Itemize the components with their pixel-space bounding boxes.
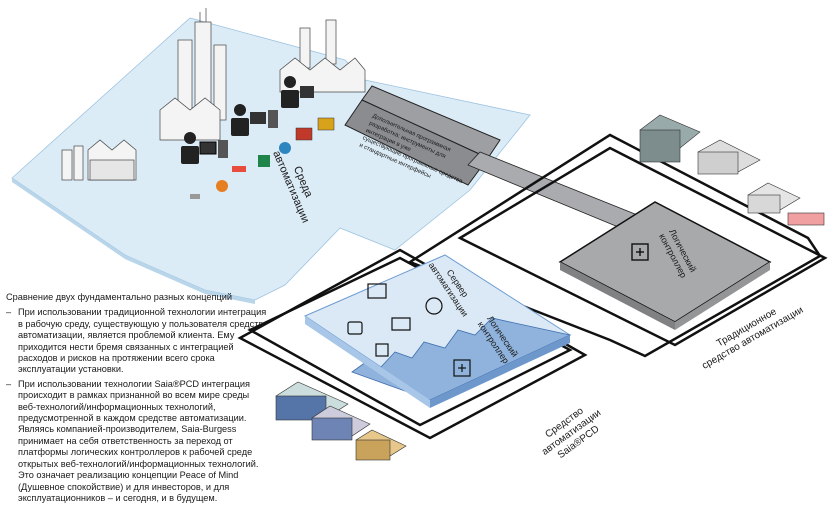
software-logo-icon — [317, 117, 335, 131]
firefox-logo-icon — [216, 180, 228, 192]
sd-card-icon — [347, 321, 363, 335]
traditional-automation-frame — [407, 133, 828, 358]
caption-text: При использовании традиционной технологи… — [18, 307, 267, 375]
operator-workstation-icon — [281, 76, 314, 108]
factory-icon — [61, 139, 137, 181]
web-server-icon — [367, 283, 387, 299]
software-logo-icon — [232, 166, 246, 172]
traditional-logic-controller: Логический контроллер — [558, 201, 772, 330]
saia-pcd-hardware-icon — [275, 381, 407, 461]
caption-title: Сравнение двух фундаментально разных кон… — [6, 292, 232, 302]
browser-logo-icon — [279, 142, 291, 154]
caption-item-saia: – При использовании технологии Saia®PCD … — [6, 379, 268, 504]
comparison-caption: Сравнение двух фундаментально разных кон… — [6, 292, 268, 507]
industrial-plant-icon — [159, 8, 227, 141]
network-icon — [631, 243, 649, 261]
saia-pcd-unit — [303, 254, 572, 408]
bullet-dash: – — [6, 378, 12, 389]
software-logo-icon — [295, 127, 313, 141]
caption-item-traditional: – При использовании традиционной техноло… — [6, 307, 268, 375]
email-icon — [391, 317, 411, 331]
bullet-dash: – — [6, 307, 12, 318]
network-icon — [453, 359, 471, 377]
factory-icon — [279, 19, 366, 93]
automation-environment-platform — [11, 17, 531, 304]
operator-workstation-icon — [231, 104, 278, 136]
operator-workstation-icon — [181, 132, 228, 164]
caption-list: – При использовании традиционной техноло… — [6, 307, 268, 504]
network-icon — [375, 343, 389, 357]
caption-text: При использовании технологии Saia®PCD ин… — [18, 378, 259, 503]
excel-logo-icon — [258, 155, 270, 167]
software-logo-icon — [190, 194, 200, 199]
plc-hardware-icon — [639, 114, 825, 226]
globe-icon — [425, 297, 443, 315]
saia-pcd-frame — [237, 248, 588, 440]
